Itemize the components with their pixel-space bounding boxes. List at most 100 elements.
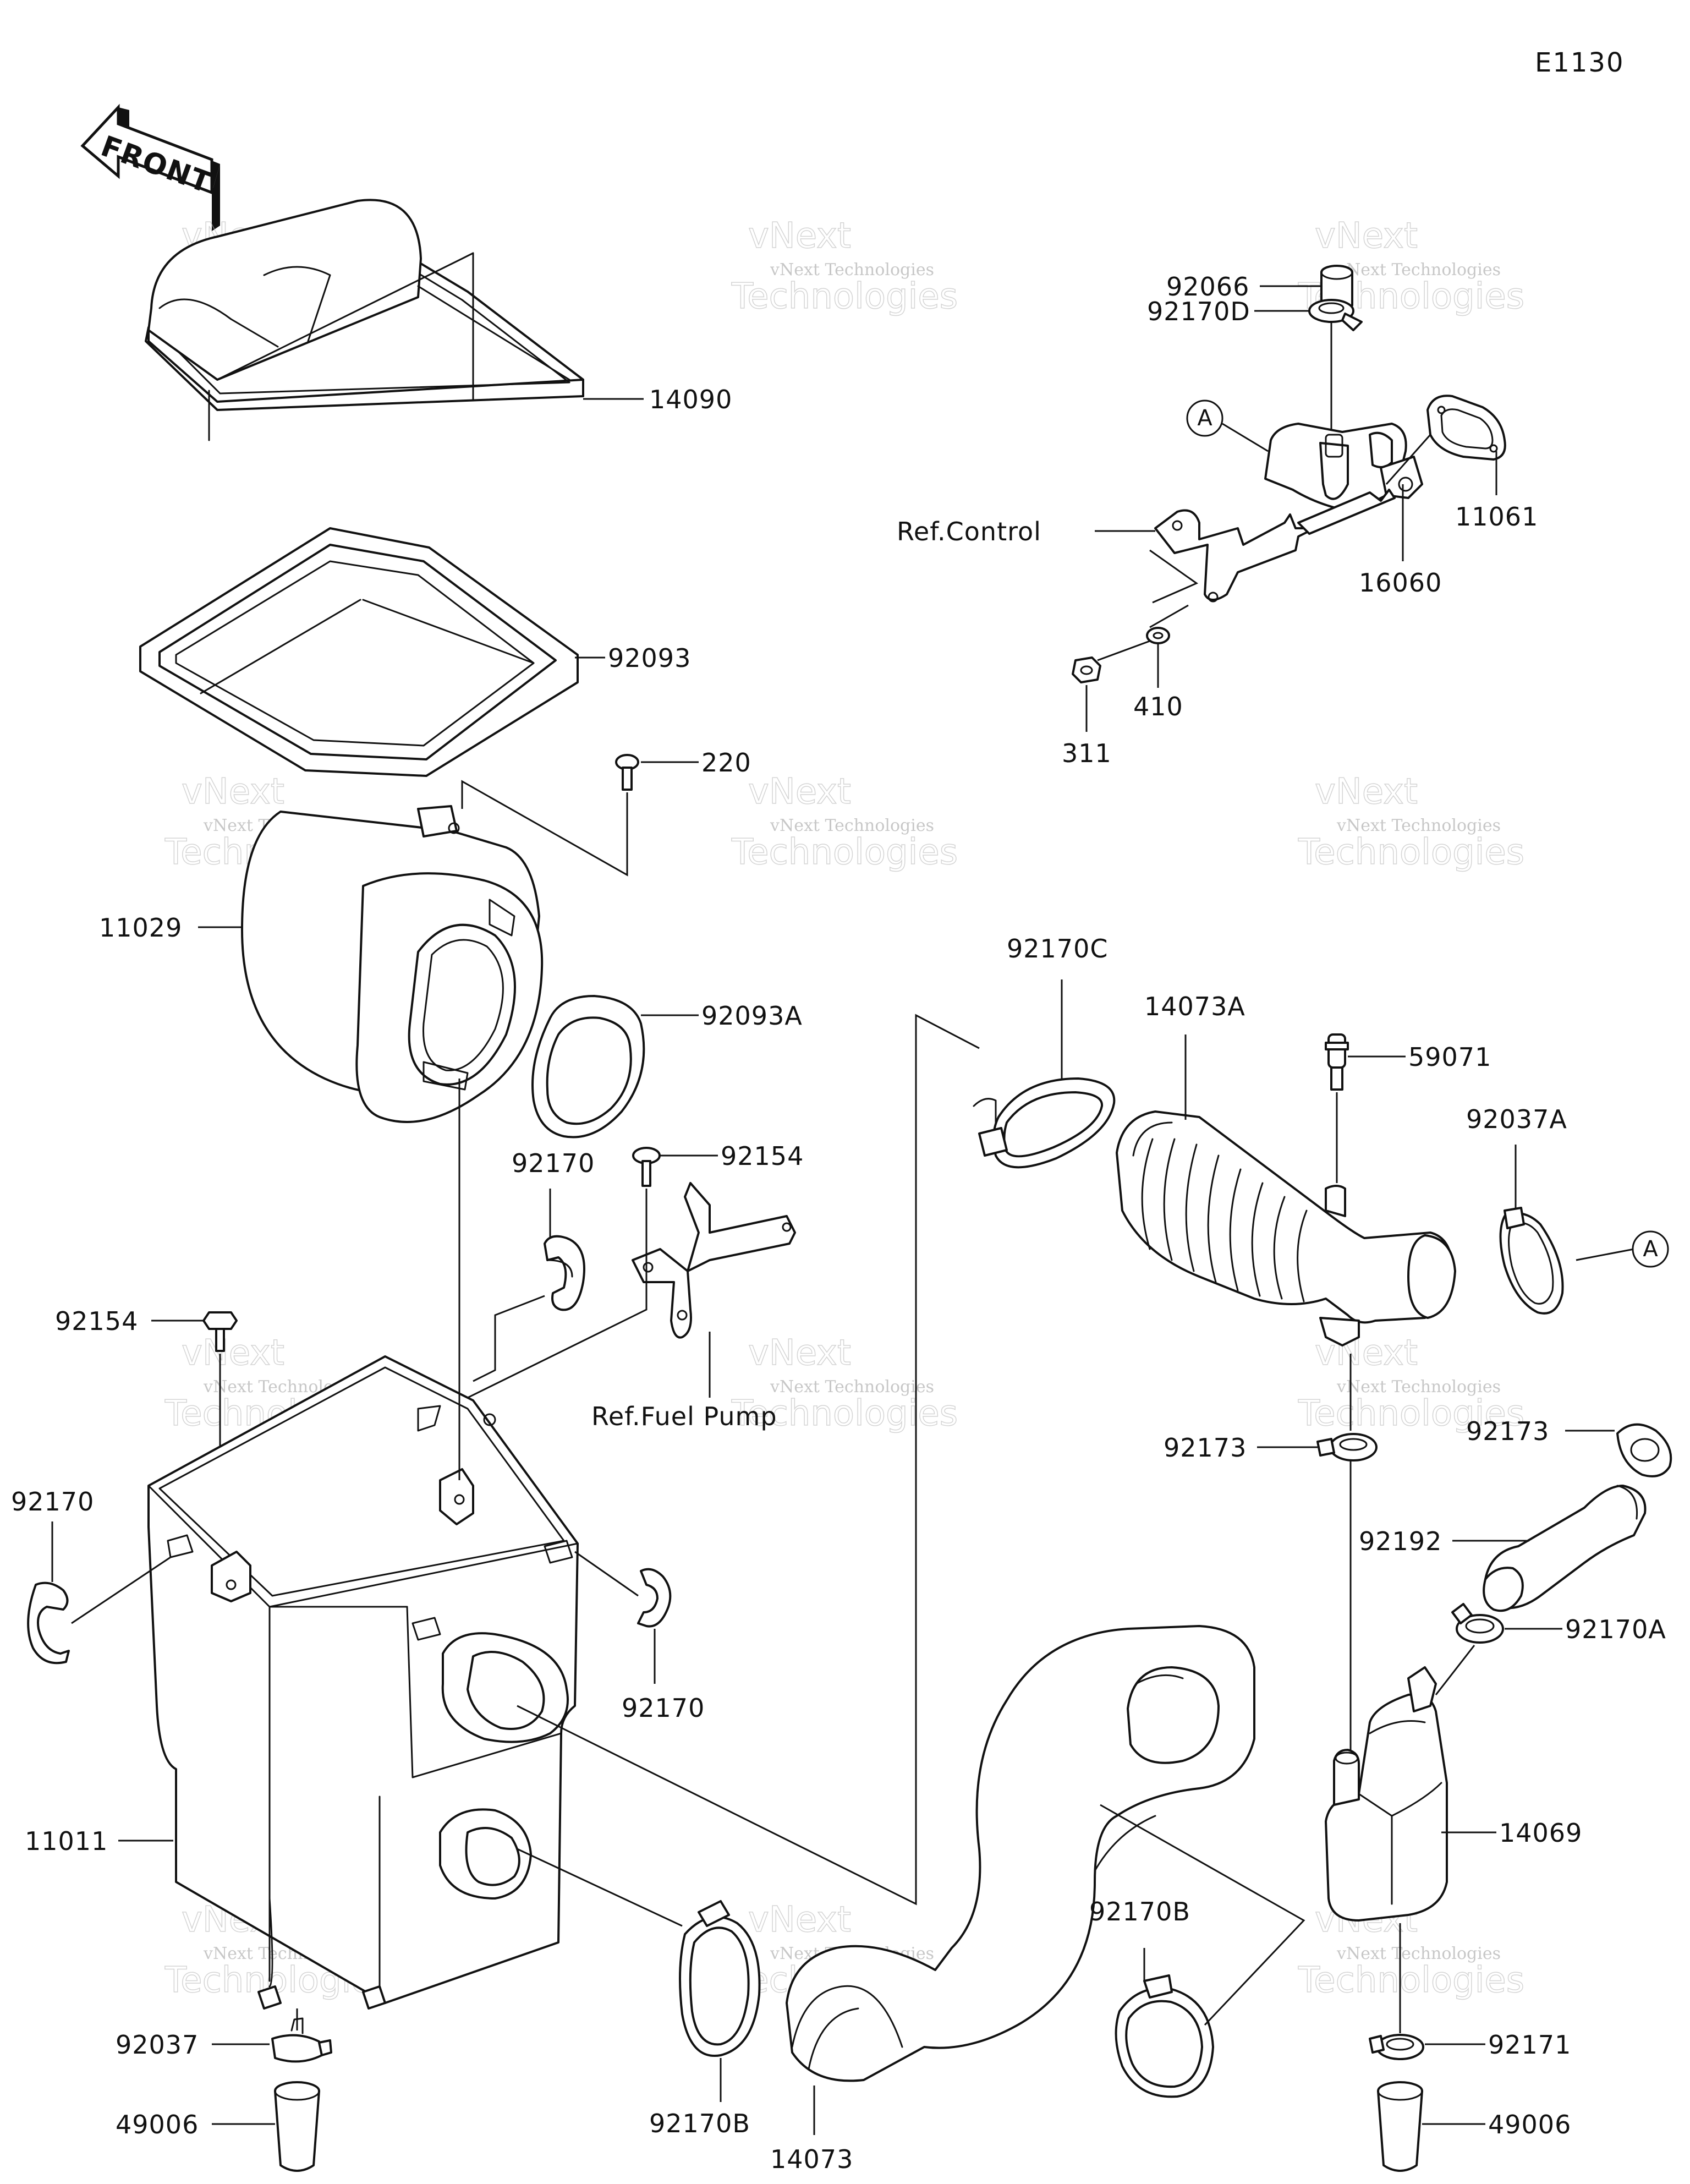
leader-14073-assembly <box>517 1014 980 1906</box>
part-14090-cover[interactable] <box>145 199 584 441</box>
watermark: vNext vNext Technologies Technologies <box>731 1332 958 1435</box>
label-14069: 14069 <box>1499 1818 1582 1848</box>
part-14069-tank[interactable] <box>1325 1666 1448 1922</box>
part-92170-clip-mid[interactable] <box>637 1568 672 1628</box>
leader-callout-a2 <box>1576 1248 1634 1261</box>
callout-a-top: A <box>1186 399 1223 437</box>
label-92173-left: 92173 <box>1164 1433 1247 1463</box>
part-14073A-boot[interactable] <box>1116 1110 1456 1346</box>
label-92037A: 92037A <box>1466 1104 1567 1134</box>
label-92170B-left: 92170B <box>649 2109 750 2138</box>
label-92093: 92093 <box>608 643 691 673</box>
svg-text:Technologies: Technologies <box>1298 1393 1524 1434</box>
part-92037-clamp[interactable] <box>271 2017 332 2063</box>
svg-text:vNext: vNext <box>748 1900 851 1940</box>
label-ref-fuel-pump: Ref.Fuel Pump <box>591 1402 777 1431</box>
part-92093A-seal[interactable] <box>531 995 645 1138</box>
part-92170C-clamp[interactable] <box>973 1077 1116 1169</box>
leader-220-assembly <box>461 780 628 877</box>
callout-a-right: A <box>1632 1230 1669 1268</box>
label-92154-top: 92154 <box>721 1141 804 1171</box>
label-92093A: 92093A <box>701 1001 803 1031</box>
label-14073: 14073 <box>770 2144 853 2174</box>
watermark: vNext vNext Technologies Technologies <box>731 771 958 873</box>
label-14090: 14090 <box>649 385 732 414</box>
svg-text:vNext Technologies: vNext Technologies <box>1336 1944 1501 1963</box>
label-92170-mid: 92170 <box>622 1693 705 1723</box>
svg-text:vNext: vNext <box>1315 771 1418 812</box>
svg-text:vNext Technologies: vNext Technologies <box>770 816 934 835</box>
part-92170-clip-left[interactable] <box>27 1581 70 1665</box>
label-92170-left: 92170 <box>11 1487 94 1517</box>
leader-311-assembly <box>1097 640 1150 661</box>
label-11061: 11061 <box>1455 502 1538 532</box>
part-311-nut[interactable] <box>1072 656 1101 683</box>
label-92192: 92192 <box>1359 1526 1442 1556</box>
svg-text:vNext Technologies: vNext Technologies <box>1336 816 1501 835</box>
svg-text:vNext Technologies: vNext Technologies <box>770 1377 934 1397</box>
watermark: vNext vNext Technologies Technologies <box>1297 215 1525 318</box>
part-410-washer[interactable] <box>1146 627 1170 644</box>
svg-text:A: A <box>1197 406 1212 431</box>
label-92170C: 92170C <box>1007 934 1108 964</box>
part-59071-nipple[interactable] <box>1325 1033 1349 1091</box>
part-92154-bolt-top[interactable] <box>632 1147 661 1187</box>
part-49006-plug-right[interactable] <box>1377 2081 1423 2172</box>
svg-text:Technologies: Technologies <box>731 832 958 873</box>
part-92037A-clamp[interactable] <box>1499 1207 1564 1315</box>
svg-text:vNext: vNext <box>748 1333 851 1373</box>
part-92170A-clip[interactable] <box>1451 1603 1504 1644</box>
leader-92170B-right-assembly <box>1100 1804 1305 2026</box>
label-14073A: 14073A <box>1144 992 1245 1021</box>
leader-92170-mid-assembly <box>574 1551 639 1597</box>
part-92192-hose[interactable] <box>1483 1485 1647 1612</box>
part-92154-bolt-left[interactable] <box>202 1311 238 1352</box>
part-92173-clip-left[interactable] <box>1316 1433 1378 1462</box>
label-16060: 16060 <box>1359 568 1442 598</box>
label-92154-left: 92154 <box>55 1306 138 1336</box>
label-49006-left: 49006 <box>116 2110 199 2139</box>
label-410: 410 <box>1133 692 1183 721</box>
part-220-screw[interactable] <box>615 754 639 791</box>
part-92093-gasket[interactable] <box>139 527 579 777</box>
ref-control-bracket <box>1154 489 1396 603</box>
svg-text:vNext: vNext <box>182 771 284 812</box>
svg-text:vNext: vNext <box>182 1333 284 1373</box>
part-92173-clip-right[interactable] <box>1616 1423 1672 1477</box>
label-92171: 92171 <box>1488 2030 1571 2060</box>
watermark: vNext vNext Technologies Technologies <box>1297 771 1525 873</box>
part-92170B-clamp-left[interactable] <box>679 1900 761 2057</box>
svg-text:vNext Technologies: vNext Technologies <box>1336 260 1501 280</box>
part-14073-duct[interactable] <box>786 1625 1255 2082</box>
label-92170D: 92170D <box>1147 297 1250 326</box>
part-11061-gasket[interactable] <box>1426 395 1506 461</box>
part-92171-clip[interactable] <box>1369 2034 1424 2060</box>
svg-text:A: A <box>1643 1236 1658 1262</box>
label-92170B-right: 92170B <box>1089 1897 1190 1926</box>
label-59071: 59071 <box>1408 1042 1491 1072</box>
part-92170B-clamp-right[interactable] <box>1115 1974 1214 2098</box>
diagram-code: E1130 <box>1535 47 1624 78</box>
leader-92170B-left-assembly <box>517 1848 683 1927</box>
label-92170-top: 92170 <box>512 1148 595 1178</box>
part-11011-case[interactable] <box>147 1355 579 2010</box>
leader-11061-assembly <box>1385 434 1431 485</box>
part-fitting-assembly[interactable] <box>1264 423 1423 513</box>
part-92170-clip-top[interactable] <box>544 1235 585 1311</box>
label-11029: 11029 <box>99 913 182 943</box>
leader-callout-a1 <box>1222 423 1269 452</box>
label-92037: 92037 <box>116 2030 199 2060</box>
label-92066: 92066 <box>1166 272 1249 302</box>
part-49006-plug-left[interactable] <box>274 2081 320 2172</box>
label-92173-right: 92173 <box>1466 1416 1549 1446</box>
svg-text:Technologies: Technologies <box>1298 1960 1524 2001</box>
svg-text:vNext: vNext <box>1315 216 1418 256</box>
svg-text:vNext Technologies: vNext Technologies <box>1336 1377 1501 1397</box>
svg-text:Technologies: Technologies <box>731 276 958 317</box>
svg-text:vNext: vNext <box>748 771 851 812</box>
ref-fuel-pump-bracket <box>632 1182 796 1339</box>
label-ref-control: Ref.Control <box>897 517 1041 546</box>
part-11029-filter[interactable] <box>241 805 544 1123</box>
label-11011: 11011 <box>25 1826 108 1856</box>
